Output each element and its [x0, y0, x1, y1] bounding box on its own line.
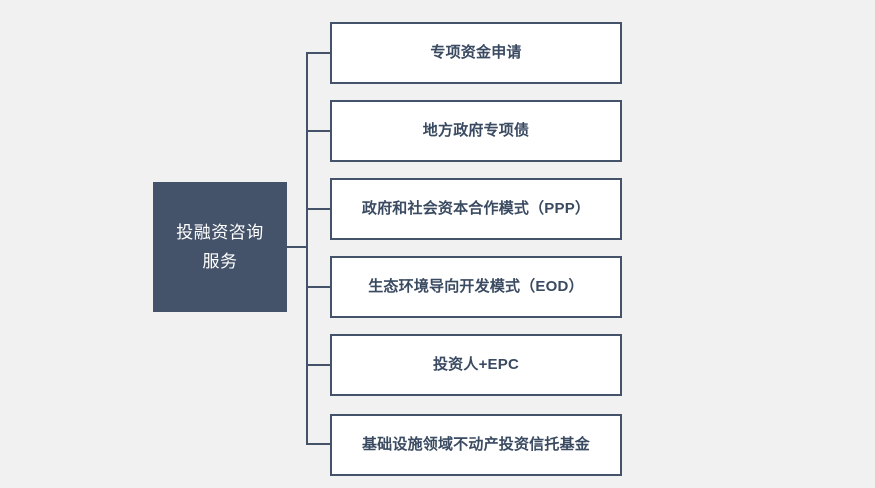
branch-node-5[interactable]: 投资人+EPC	[330, 334, 622, 396]
branch-node-label: 生态环境导向开发模式（EOD）	[368, 278, 584, 295]
branch-node-2[interactable]: 地方政府专项债	[330, 100, 622, 162]
branch-node-6[interactable]: 基础设施领域不动产投资信托基金	[330, 414, 622, 476]
branch-node-label: 基础设施领域不动产投资信托基金	[361, 436, 590, 453]
branch-node-1[interactable]: 专项资金申请	[330, 22, 622, 84]
branch-node-3[interactable]: 政府和社会资本合作模式（PPP）	[330, 178, 622, 240]
branch-node-4[interactable]: 生态环境导向开发模式（EOD）	[330, 256, 622, 318]
branch-node-label: 专项资金申请	[430, 44, 522, 61]
root-node-label: 投融资咨询 服务	[176, 223, 264, 271]
branch-node-label: 地方政府专项债	[422, 122, 530, 139]
root-node[interactable]: 投融资咨询 服务	[153, 182, 287, 312]
branch-node-label: 投资人+EPC	[432, 356, 519, 373]
branch-node-label: 政府和社会资本合作模式（PPP）	[361, 200, 591, 217]
